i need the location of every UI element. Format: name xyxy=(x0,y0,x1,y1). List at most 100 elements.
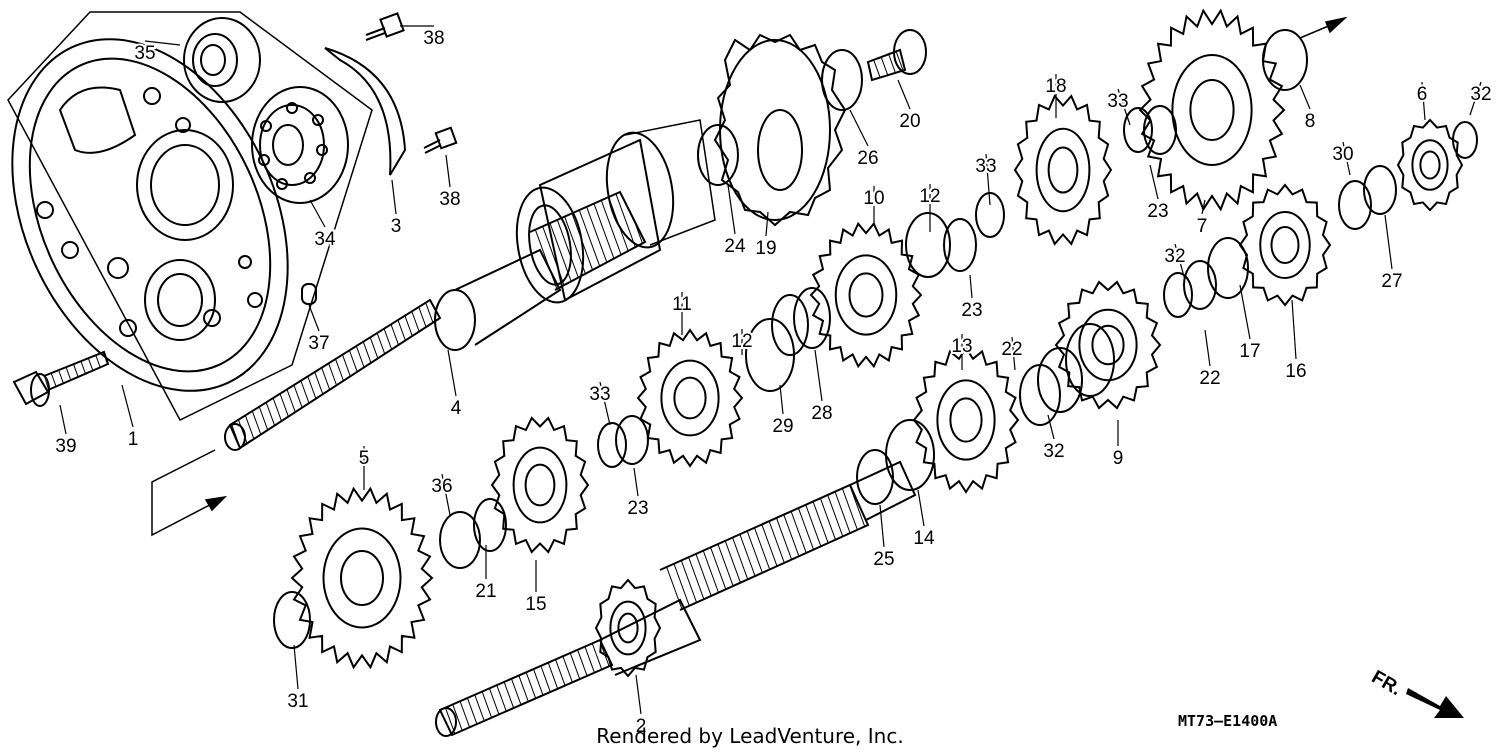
callout-number: 17 xyxy=(1239,341,1260,362)
callout-number: 23 xyxy=(1147,201,1168,222)
callout-leader xyxy=(1047,414,1055,440)
callout-number: 36 xyxy=(431,476,452,497)
ring-18 xyxy=(473,498,507,552)
callout-number: 11 xyxy=(672,294,692,315)
front-direction-label: FR. xyxy=(1368,667,1405,700)
callout-number: 27 xyxy=(1381,271,1402,292)
washer-26 xyxy=(821,49,863,111)
ring-11 xyxy=(1338,180,1372,230)
callout-leader xyxy=(1291,299,1297,360)
ring-9 xyxy=(1183,260,1217,310)
bolt-20 xyxy=(866,29,927,82)
assembly-arrow-right xyxy=(1299,16,1348,39)
bearing-35 xyxy=(183,17,261,103)
callout-number: 39 xyxy=(55,436,76,457)
ring-20 xyxy=(615,415,649,465)
sprocket-19 xyxy=(713,33,847,227)
callout-number: 33 xyxy=(1107,91,1128,112)
callout-number: 32 xyxy=(1164,246,1185,267)
callout-leader xyxy=(1149,164,1159,200)
callout-number: 6 xyxy=(1417,84,1428,105)
ring-4 xyxy=(943,218,977,272)
ring-3 xyxy=(905,212,951,278)
ring-13 xyxy=(1452,121,1478,159)
callout-leader xyxy=(1239,284,1251,340)
front-direction-arrow-icon: FR. xyxy=(1368,667,1464,718)
callout-leader xyxy=(633,467,639,497)
washer-31 xyxy=(273,591,311,649)
callout-number: 23 xyxy=(961,300,982,321)
callout-leader xyxy=(121,384,134,428)
callout-number: 33 xyxy=(975,156,996,177)
callout-leader xyxy=(1421,81,1426,121)
callout-number: 15 xyxy=(525,594,546,615)
callout-number: 12 xyxy=(919,186,940,207)
callout-number: 22 xyxy=(1001,339,1022,360)
callout-number: 10 xyxy=(863,188,884,209)
ring-16 xyxy=(1065,323,1115,397)
washer-25 xyxy=(856,449,894,505)
gear-10 xyxy=(809,221,923,369)
callout-number: 1 xyxy=(128,429,139,450)
callout-leader xyxy=(1299,84,1311,110)
callout-leader xyxy=(985,153,991,206)
callout-leader xyxy=(814,349,823,402)
gear-9 xyxy=(1054,280,1162,410)
callout-leader xyxy=(293,644,299,690)
gear-15 xyxy=(490,416,590,554)
callout-leader xyxy=(1469,81,1482,116)
callout-number: 23 xyxy=(627,498,648,519)
ring-8 xyxy=(1163,272,1193,318)
callout-leader xyxy=(441,473,451,516)
roller-bearing-main xyxy=(515,119,716,304)
callout-leader xyxy=(879,504,885,548)
callout-number: 28 xyxy=(811,403,832,424)
callout-number: 7 xyxy=(1197,216,1208,237)
main-shaft-4 xyxy=(224,190,647,451)
callout-leader xyxy=(1174,243,1186,281)
callout-number: 34 xyxy=(314,229,336,250)
callout-leader xyxy=(1117,88,1131,126)
gear-set xyxy=(290,8,1478,678)
callout-labels: 1234567891011121213141516171819202122222… xyxy=(53,25,1494,739)
callout-number: 3 xyxy=(391,216,402,237)
callout-number: 21 xyxy=(475,581,496,602)
bearing-34 xyxy=(251,86,349,204)
callout-number: 25 xyxy=(873,549,894,570)
callout-number: 16 xyxy=(1285,361,1306,382)
callout-leader xyxy=(635,674,642,715)
bolt-38-upper xyxy=(365,12,405,41)
ring-1 xyxy=(771,294,809,356)
callout-leader xyxy=(308,304,320,332)
callout-number: 13 xyxy=(951,336,972,357)
callout-number: 14 xyxy=(913,528,935,549)
bolt-38-lower xyxy=(423,126,458,154)
ring-5 xyxy=(975,192,1005,238)
callout-leader xyxy=(1011,336,1016,371)
ring-2 xyxy=(793,287,831,349)
callout-number: 20 xyxy=(899,111,920,132)
callout-leader xyxy=(391,179,397,215)
callout-number: 32 xyxy=(1043,441,1064,462)
callout-number: 26 xyxy=(857,148,878,169)
counter-shaft-2 xyxy=(435,460,917,737)
callout-leader xyxy=(144,40,181,46)
callout-number: 22 xyxy=(1199,368,1220,389)
callout-number: 30 xyxy=(1332,144,1353,165)
gear-18 xyxy=(1013,94,1113,246)
callout-leader xyxy=(969,274,973,299)
callout-leader xyxy=(849,109,869,147)
bearing-8 xyxy=(1262,29,1308,91)
callout-number: 9 xyxy=(1113,448,1124,469)
ring-10 xyxy=(1207,237,1249,299)
callout-number: 12 xyxy=(731,331,752,352)
callout-number: 24 xyxy=(724,236,746,257)
callout-leader xyxy=(309,199,326,228)
callout-number: 38 xyxy=(439,189,460,210)
ring-17 xyxy=(439,511,481,569)
callout-number: 18 xyxy=(1045,76,1066,97)
callout-number: 32 xyxy=(1470,84,1491,105)
callout-number: 31 xyxy=(287,691,308,712)
gear-7 xyxy=(1138,8,1286,212)
